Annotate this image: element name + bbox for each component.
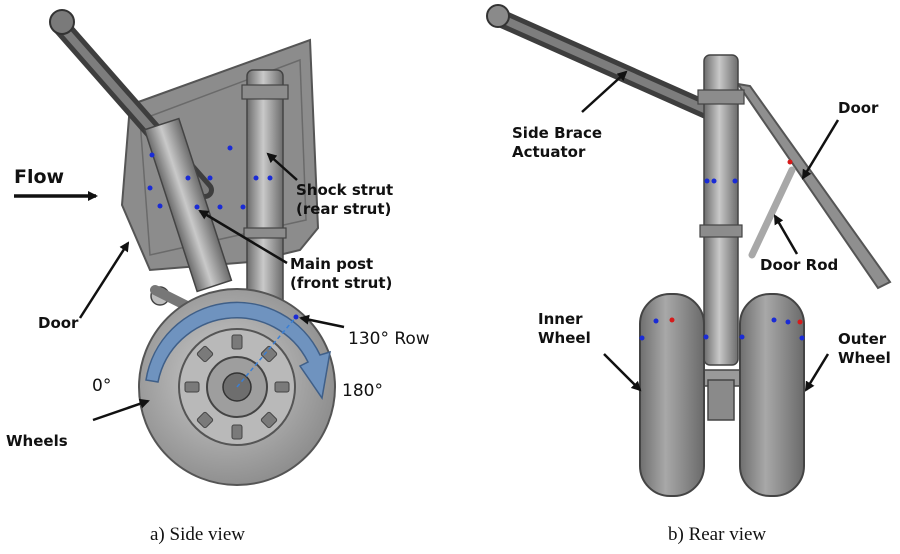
shock-strut-sublabel: (rear strut)	[296, 200, 392, 218]
one-eighty-degree-label: 180°	[342, 381, 383, 401]
inner-wheel-label: Inner	[538, 310, 583, 328]
door-label-rear: Door	[838, 99, 879, 117]
flow-label: Flow	[14, 166, 65, 188]
rear-view-drawing	[486, 4, 892, 497]
rear-side-brace	[486, 4, 727, 124]
rear-view-arrows	[581, 70, 840, 392]
row-130-label: 130° Row	[348, 329, 430, 349]
door-label-side: Door	[38, 314, 79, 332]
side-view-drawing	[49, 9, 336, 486]
side-brace-sublabel: Actuator	[512, 143, 586, 161]
rear-outer-wheel	[739, 293, 805, 497]
side-view-caption: a) Side view	[150, 524, 245, 545]
side-view-arrows	[14, 152, 345, 422]
side-brace-label: Side Brace	[512, 124, 603, 142]
rear-sensor-dots	[639, 159, 805, 341]
wheels-label: Wheels	[6, 432, 68, 450]
outer-wheel-sublabel: Wheel	[838, 349, 891, 367]
main-post-sublabel: (front strut)	[290, 274, 393, 292]
shock-strut	[241, 69, 289, 316]
rear-door-panel	[735, 82, 892, 290]
shock-strut-label: Shock strut	[296, 181, 394, 199]
rear-door-rod	[748, 166, 796, 259]
inner-wheel-sublabel: Wheel	[538, 329, 591, 347]
rear-view-caption: b) Rear view	[668, 524, 767, 545]
angle-arc	[145, 301, 331, 400]
door-rod-label: Door Rod	[760, 256, 839, 274]
zero-degree-label: 0°	[92, 376, 112, 396]
rear-inner-wheel	[639, 293, 705, 497]
main-post-label: Main post	[290, 255, 374, 273]
outer-wheel-label: Outer	[838, 330, 887, 348]
side-sensor-dots	[147, 145, 299, 320]
